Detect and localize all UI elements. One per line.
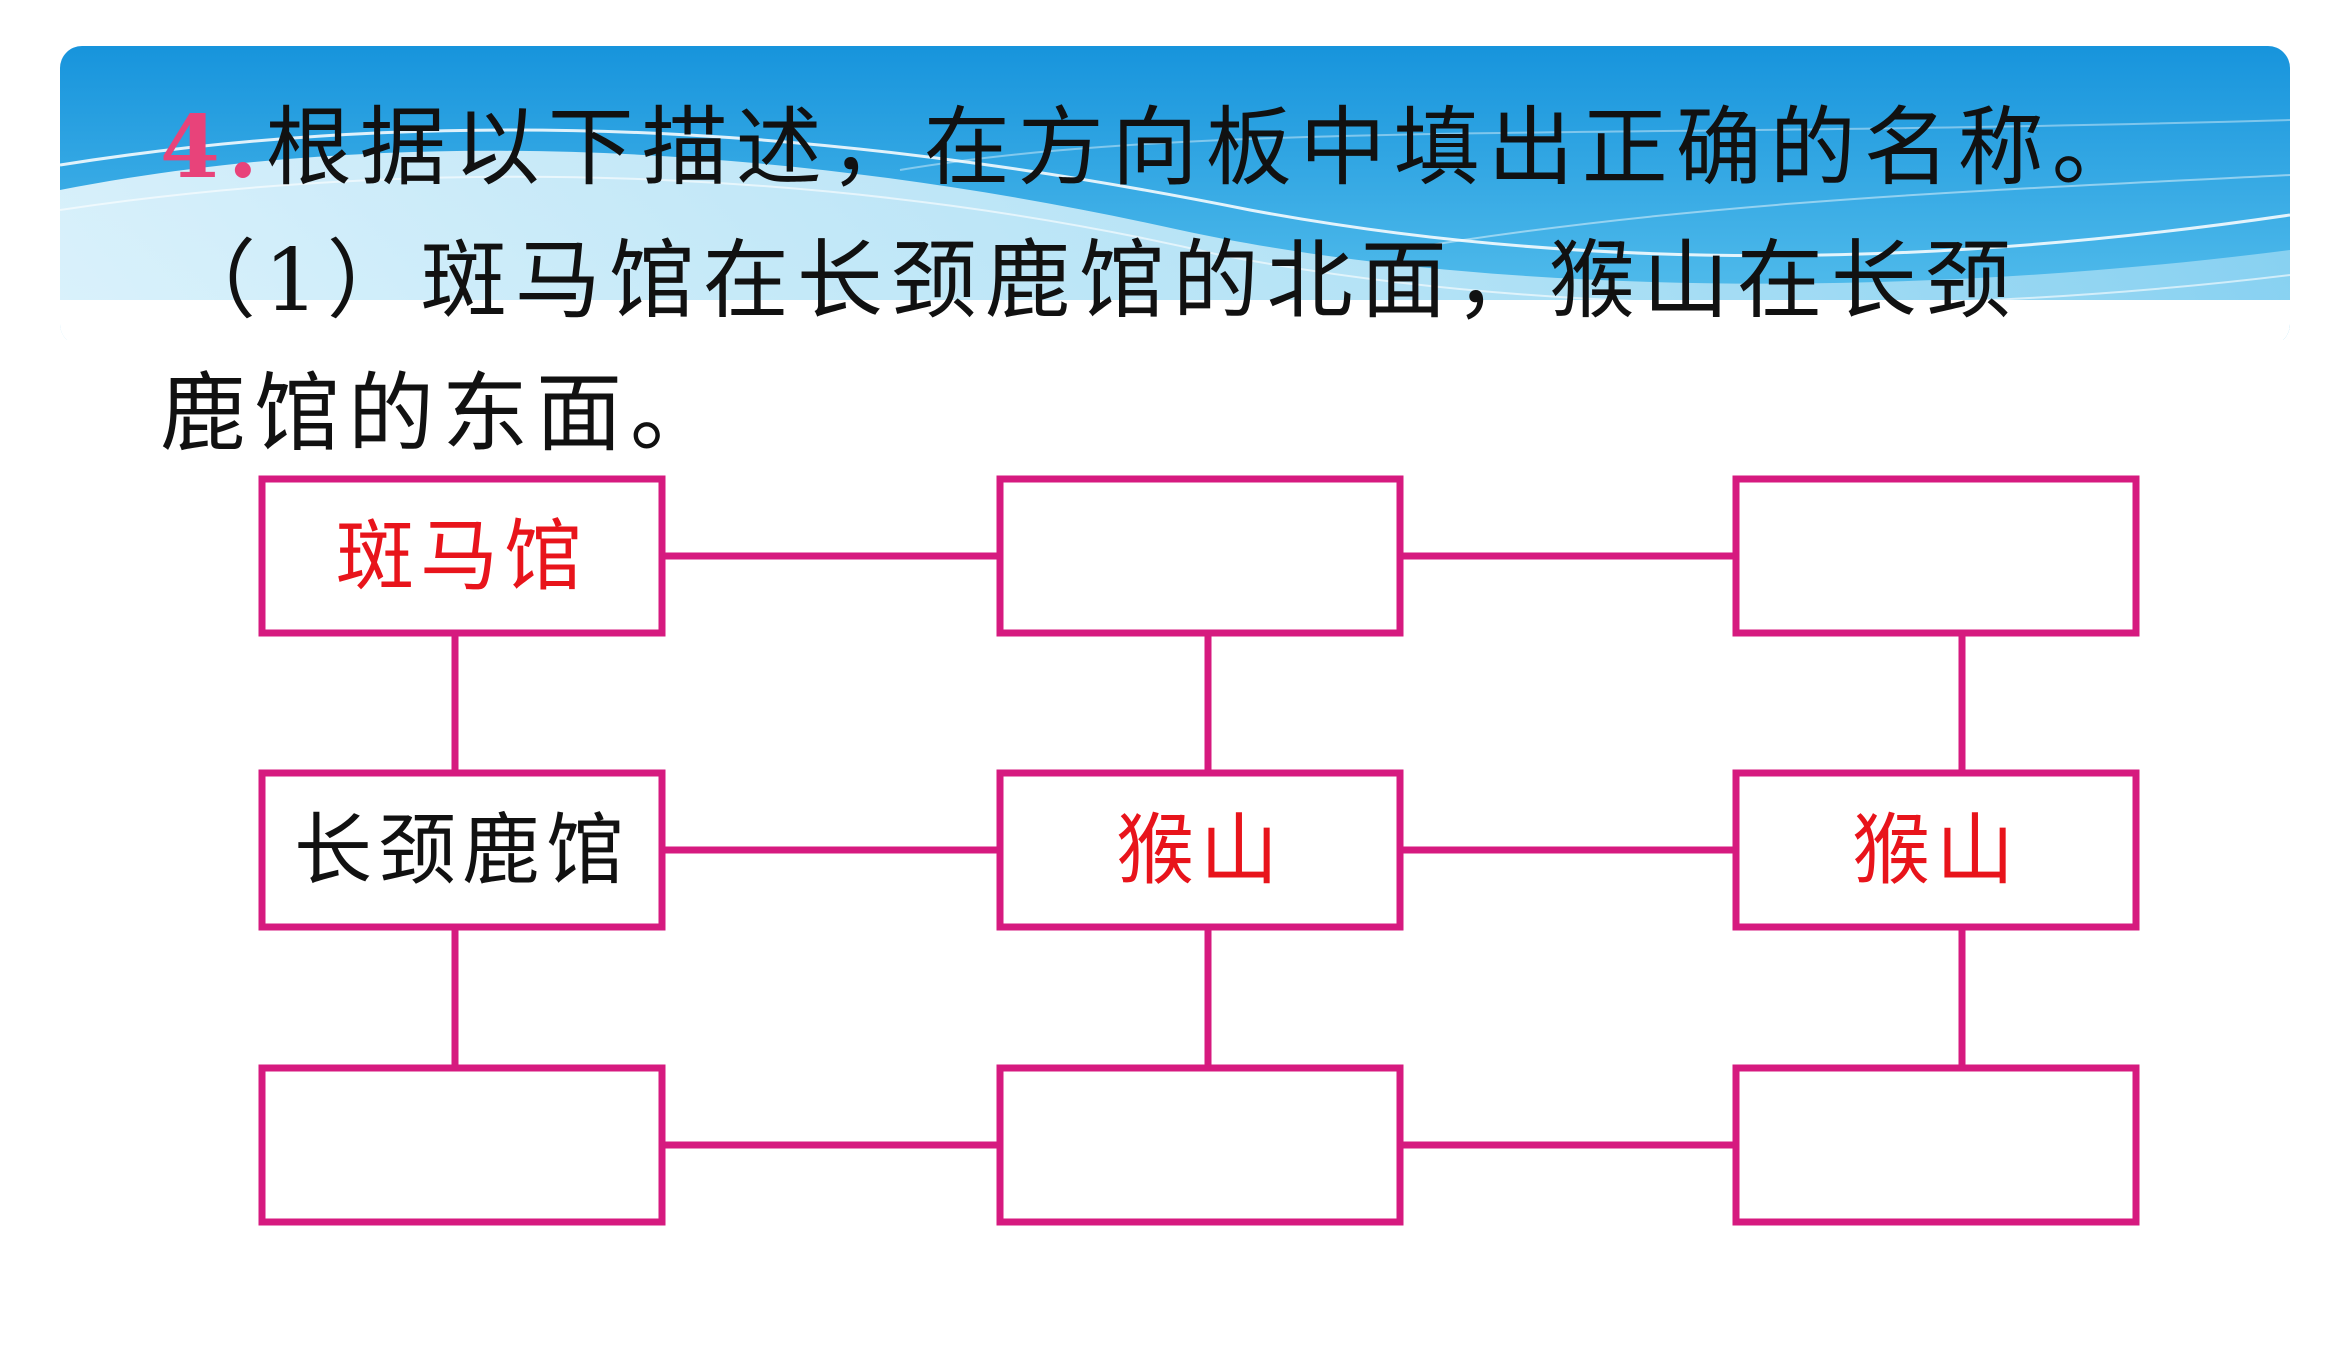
board-box-r1-c0 [258, 769, 666, 931]
board-box-r0-c2 [1732, 475, 2140, 637]
question-prompt: 4.根据以下描述，在方向板中填出正确的名称。 [160, 92, 2146, 204]
board-label-r1-c0: 长颈鹿馆 [294, 806, 630, 896]
board-box-r0-c1 [996, 475, 1404, 637]
board-box-r0-c0 [258, 475, 666, 637]
board-label-r1-c2: 猴山 [1852, 806, 2020, 896]
question-condition-line: （1）斑马馆在长颈鹿馆的北面，猴山在长颈 [170, 231, 2019, 331]
question-condition-line-end: 鹿馆的东面。 [160, 364, 724, 464]
board-label-r1-c1: 猴山 [1116, 806, 1284, 896]
wave-banner [60, 46, 2290, 340]
board-box-r1-c1 [996, 769, 1404, 931]
board-box-r2-c0 [258, 1064, 666, 1226]
board-label-r0-c0: 斑马馆 [336, 512, 588, 602]
board-box-r1-c2 [1732, 769, 2140, 931]
board-connectors [451, 552, 1966, 1149]
question-number: 4. [160, 97, 266, 198]
question-prompt-text: 根据以下描述，在方向板中填出正确的名称。 [265, 98, 2146, 198]
board-box-r2-c1 [996, 1064, 1404, 1226]
board-box-r2-c2 [1732, 1064, 2140, 1226]
